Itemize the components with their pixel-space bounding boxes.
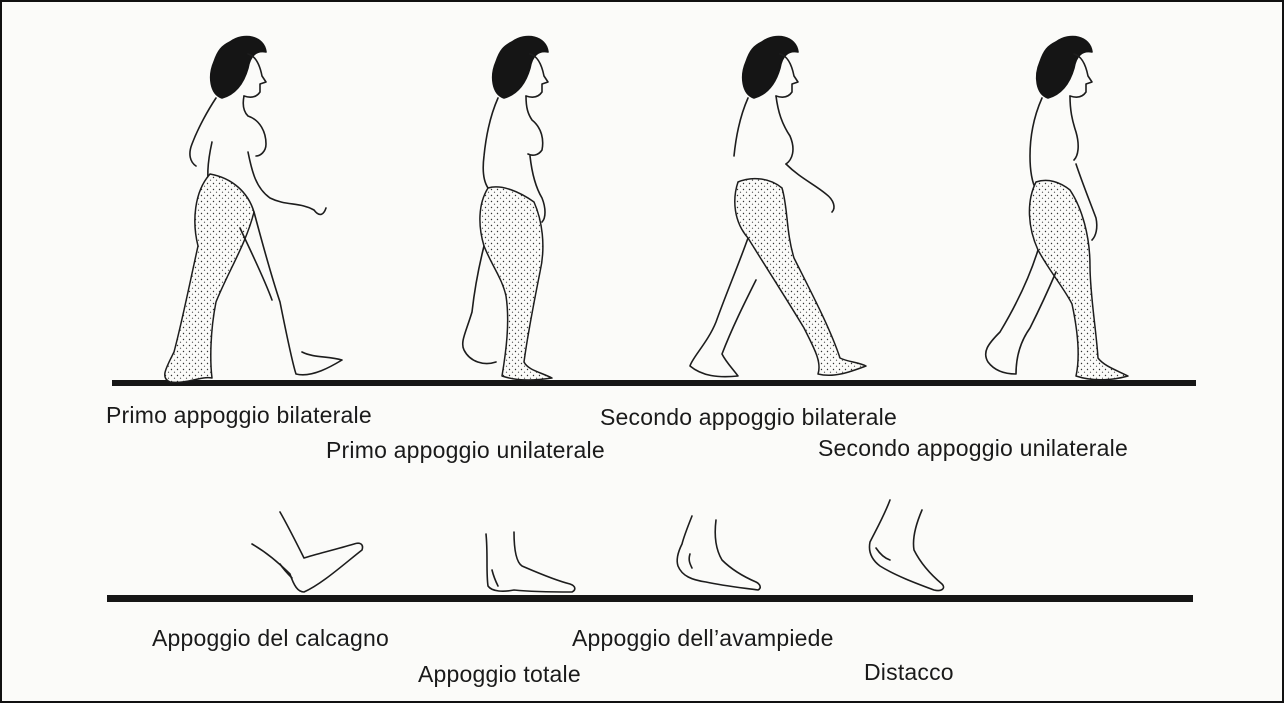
label-appoggio-dell-avampiede: Appoggio dell’avampiede — [572, 625, 834, 652]
label-secondo-appoggio-bilaterale: Secondo appoggio bilaterale — [600, 404, 897, 431]
label-primo-appoggio-bilaterale: Primo appoggio bilaterale — [106, 402, 372, 429]
walking-figure-4 — [986, 37, 1128, 380]
label-appoggio-totale: Appoggio totale — [418, 661, 581, 688]
label-distacco: Distacco — [864, 659, 954, 686]
walking-figure-2 — [463, 37, 552, 380]
label-secondo-appoggio-unilaterale: Secondo appoggio unilaterale — [818, 435, 1128, 462]
walking-figure-1 — [165, 37, 342, 383]
label-appoggio-del-calcagno: Appoggio del calcagno — [152, 625, 389, 652]
walking-figure-3 — [690, 37, 866, 377]
foot-outline-3 — [677, 516, 760, 590]
upper-ground-line — [112, 380, 1196, 386]
lower-ground-line — [107, 595, 1193, 602]
foot-outline-1 — [252, 512, 363, 592]
foot-outline-2 — [486, 532, 575, 592]
foot-outline-4 — [869, 500, 943, 591]
label-primo-appoggio-unilaterale: Primo appoggio unilaterale — [326, 437, 605, 464]
